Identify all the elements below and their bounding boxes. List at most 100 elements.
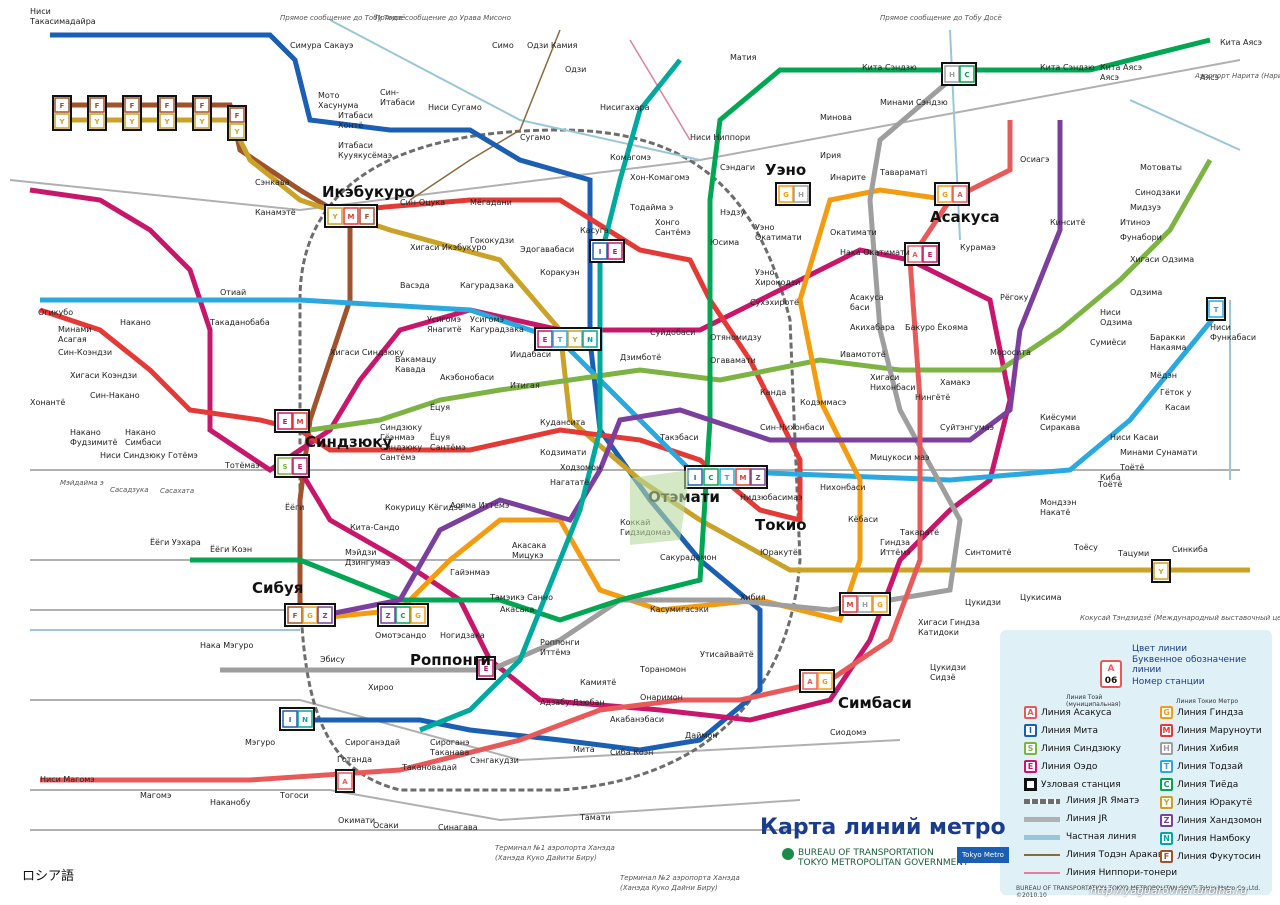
station-marker-asakusa[interactable]: G A: [934, 182, 970, 206]
station-marker[interactable]: F Y: [157, 95, 177, 131]
svg-text:E: E: [484, 665, 489, 673]
station-marker-shimbashi[interactable]: A G: [799, 669, 835, 693]
svg-text:E: E: [613, 248, 618, 256]
svg-text:Огавамати: Огавамати: [710, 356, 756, 365]
svg-text:Кодзимати: Кодзимати: [540, 448, 586, 457]
svg-text:Тоётё: Тоётё: [1097, 480, 1122, 489]
svg-text:Кита Аясэ: Кита Аясэ: [1220, 38, 1262, 47]
jr-yamanote-line: [298, 128, 802, 792]
svg-text:Суйтэнгумаэ: Суйтэнгумаэ: [940, 423, 994, 432]
svg-text:Синагава: Синагава: [438, 823, 478, 832]
legend-line-code: M: [1160, 724, 1173, 737]
station-marker[interactable]: S E: [274, 454, 310, 478]
nippori-toneri-line: [629, 39, 691, 141]
legend-label: Линия Синдзюку: [1041, 743, 1121, 754]
major-station-tokyo: Токио: [755, 516, 807, 534]
svg-text:T: T: [558, 336, 563, 344]
svg-text:Эдогавабаси: Эдогавабаси: [520, 245, 574, 254]
station-marker[interactable]: Z C G: [377, 603, 429, 627]
svg-text:Нагататё: Нагататё: [550, 478, 589, 487]
legend-sample-letter: A: [1107, 664, 1115, 674]
svg-text:F: F: [60, 102, 65, 110]
legend-label: Линия Юракутё: [1177, 797, 1253, 808]
station-marker[interactable]: Y: [1151, 559, 1171, 583]
svg-text:Ивамототё: Ивамототё: [840, 350, 886, 359]
svg-text:Прямое сообщение до Тобу Тодзё: Прямое сообщение до Тобу Тодзё: [280, 14, 405, 22]
station-marker[interactable]: H C: [941, 62, 977, 86]
svg-text:F: F: [130, 102, 135, 110]
svg-text:Огикубо: Огикубо: [38, 308, 73, 317]
svg-text:Мицукэ: Мицукэ: [512, 551, 544, 560]
svg-text:Z: Z: [322, 612, 327, 620]
station-marker-shinjuku[interactable]: E M: [274, 409, 310, 433]
station-marker[interactable]: F Y: [87, 95, 107, 131]
station-marker[interactable]: E: [476, 656, 496, 680]
svg-text:Синтомитё: Синтомитё: [965, 548, 1011, 557]
svg-text:G: G: [783, 191, 789, 199]
svg-text:T: T: [1214, 306, 1219, 314]
svg-text:F: F: [293, 612, 298, 620]
svg-text:Сумиёси: Сумиёси: [1090, 338, 1126, 347]
svg-text:Хигаси Гиндза: Хигаси Гиндза: [918, 618, 980, 627]
station-marker[interactable]: F Y: [52, 95, 72, 131]
station-marker-ueno[interactable]: G H: [775, 182, 811, 206]
station-marker[interactable]: E T Y N: [534, 327, 602, 351]
station-marker[interactable]: I E: [589, 239, 625, 263]
svg-text:F: F: [165, 102, 170, 110]
svg-text:Мита: Мита: [573, 745, 595, 754]
hanzomon-line: [299, 120, 1063, 623]
station-marker[interactable]: F Y: [192, 95, 212, 131]
station-marker[interactable]: M H G: [839, 592, 891, 616]
station-marker-shibuya[interactable]: F G Z: [284, 603, 336, 627]
svg-text:Y: Y: [571, 336, 578, 344]
legend-label: Линия Асакуса: [1041, 707, 1112, 718]
svg-text:Нэдзу: Нэдзу: [720, 208, 745, 217]
station-marker-ikebukuro[interactable]: Y M F: [324, 204, 378, 228]
legend-letter: Буквенное обозначение линии: [1132, 655, 1247, 675]
svg-text:Юракутё: Юракутё: [760, 548, 798, 557]
svg-text:Кита Аясэ: Кита Аясэ: [1100, 63, 1142, 72]
svg-text:Синдзюку: Синдзюку: [380, 423, 422, 432]
namboku-line: [419, 58, 682, 733]
svg-text:Магомэ: Магомэ: [140, 791, 171, 800]
svg-text:E: E: [298, 463, 303, 471]
station-marker[interactable]: I N: [279, 707, 315, 731]
svg-text:F: F: [95, 102, 100, 110]
svg-text:Отиай: Отиай: [220, 288, 246, 297]
svg-text:Инарите: Инарите: [830, 173, 866, 182]
svg-text:Иттёмэ: Иттёмэ: [540, 648, 571, 657]
svg-text:G: G: [877, 601, 883, 609]
svg-text:Аояма Иттёмэ: Аояма Иттёмэ: [450, 501, 509, 510]
legend-metro-header: Линия Токио Метро: [1176, 698, 1239, 705]
svg-text:Хонантё: Хонантё: [30, 398, 65, 407]
svg-text:M: M: [740, 474, 747, 482]
svg-text:Сэнгакудзи: Сэнгакудзи: [470, 756, 519, 765]
svg-text:Гайэнмаэ: Гайэнмаэ: [450, 568, 490, 577]
hibiya-line: [220, 78, 963, 673]
station-marker[interactable]: A: [335, 769, 355, 793]
legend-label: Линия Оэдо: [1041, 761, 1098, 772]
svg-text:Мэйдайма э: Мэйдайма э: [60, 479, 104, 487]
station-marker[interactable]: F Y: [122, 95, 142, 131]
svg-text:Тамэикэ Санно: Тамэикэ Санно: [489, 593, 553, 602]
svg-text:Хонго: Хонго: [655, 218, 680, 227]
svg-text:H: H: [862, 601, 868, 609]
major-station-asakusa: Асакуса: [930, 208, 1000, 226]
svg-text:G: G: [822, 678, 828, 686]
station-marker-otemachi[interactable]: I C T M Z: [684, 465, 768, 489]
bureau-line-2: TOKYO METROPOLITAN GOVERNMENT: [798, 858, 969, 868]
svg-text:Y: Y: [198, 118, 205, 126]
svg-text:Онаримон: Онаримон: [640, 693, 683, 702]
station-marker[interactable]: F Y: [227, 105, 247, 141]
legend-line-swatch: [1024, 872, 1060, 874]
svg-text:Прямое сообщение до Урава Мисо: Прямое сообщение до Урава Мисоно: [375, 14, 511, 22]
legend-label: Линия JR Яматэ: [1066, 796, 1140, 806]
svg-text:Мёгадани: Мёгадани: [470, 198, 512, 207]
station-marker[interactable]: A E: [904, 242, 940, 266]
svg-text:Накано: Накано: [125, 428, 156, 437]
legend-sample-badge: A 06: [1100, 660, 1122, 688]
station-marker[interactable]: T: [1206, 297, 1226, 321]
svg-text:Акихабара: Акихабара: [850, 323, 895, 332]
